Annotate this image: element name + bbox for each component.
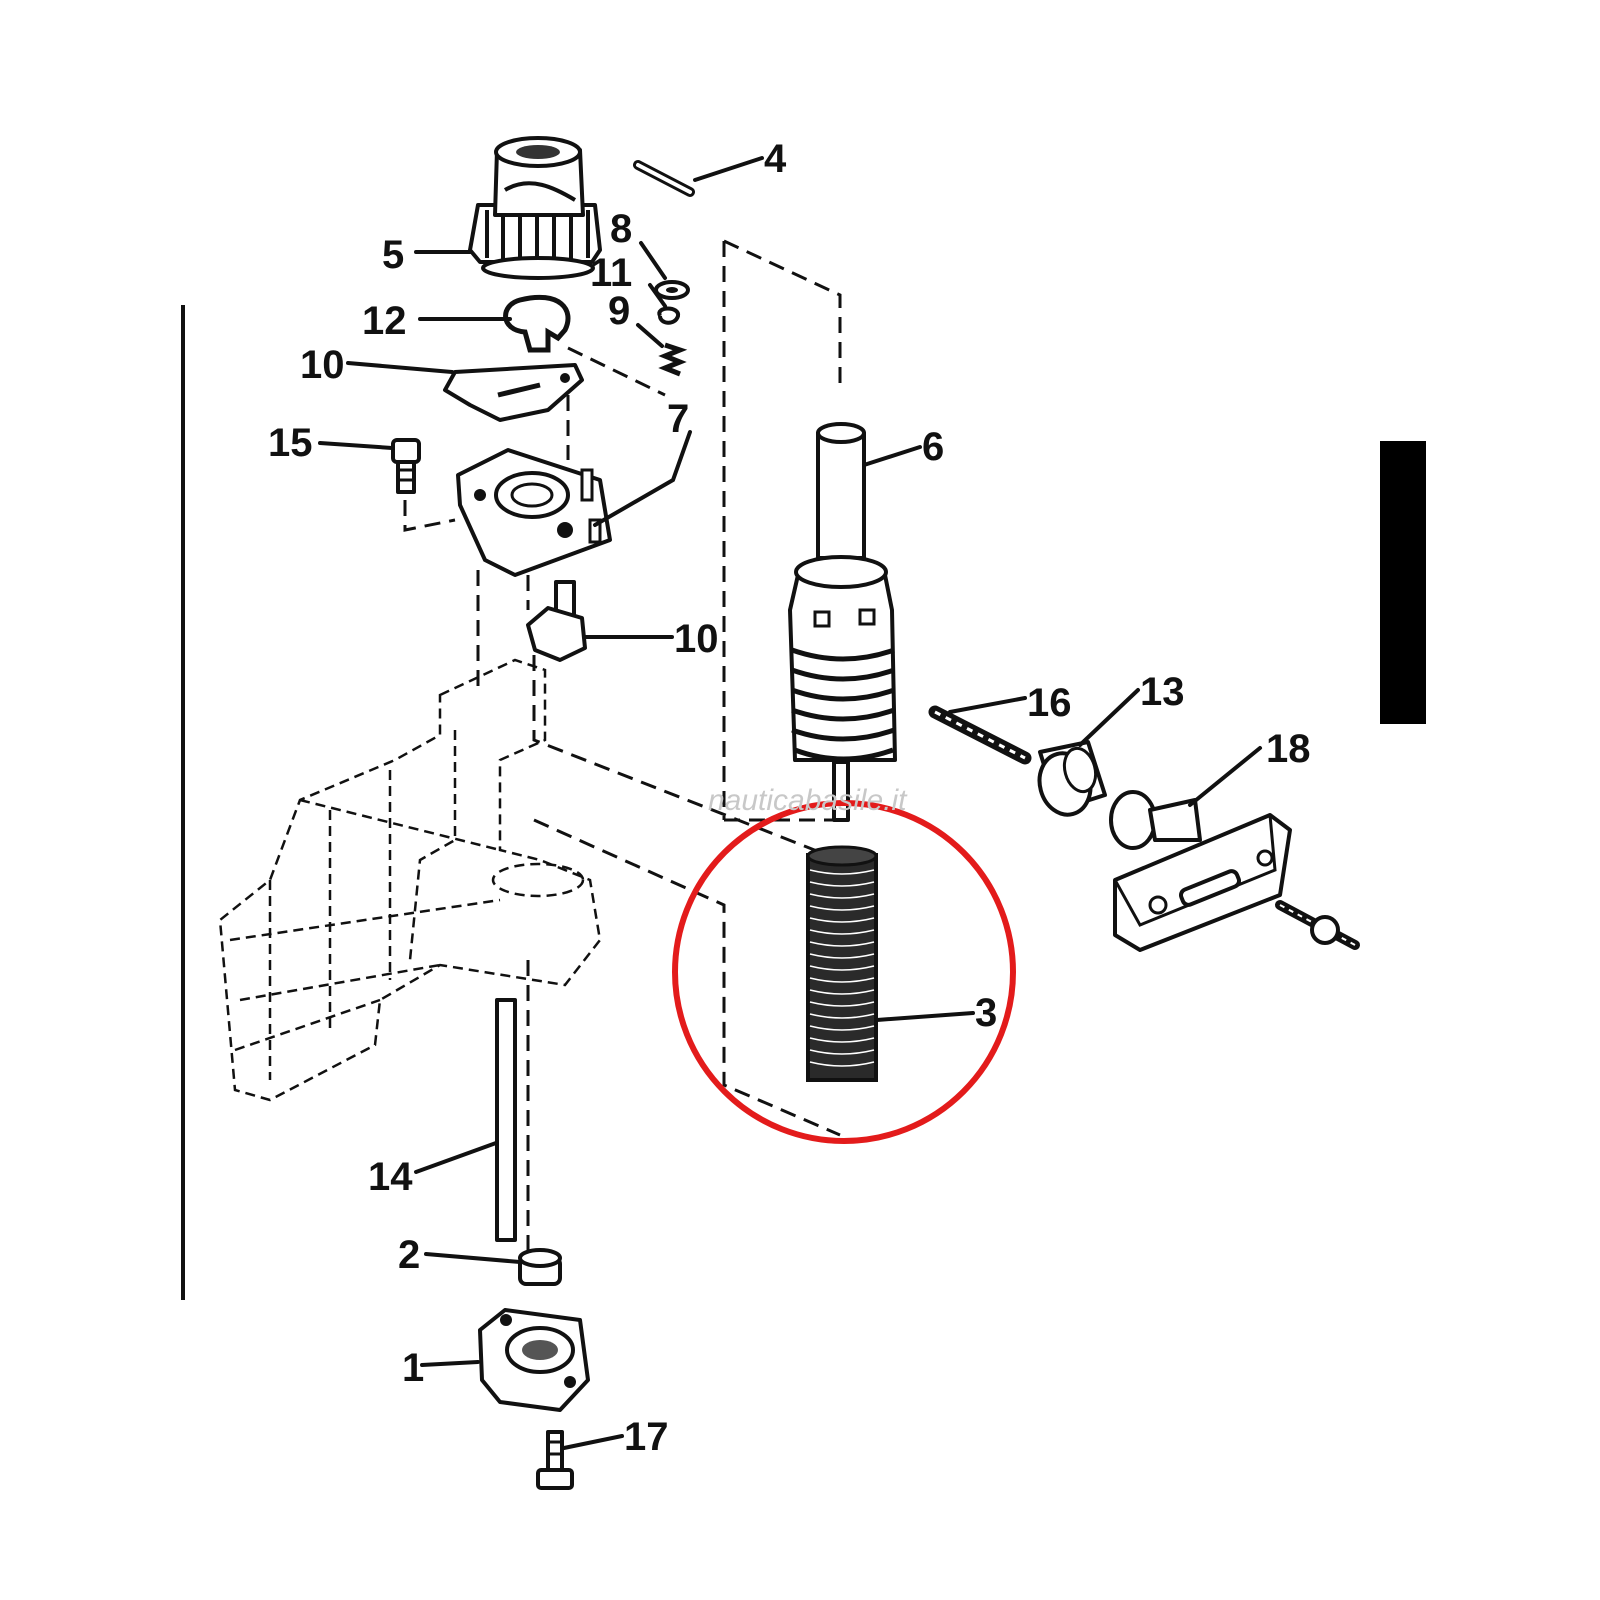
part-13-bushing: [1037, 740, 1107, 817]
leader-lines: [318, 156, 1262, 1450]
callout-5: 5: [382, 233, 404, 277]
callout-labels: 4 5 8 11 12 9 10 15 7 6 10 16 13 18 3 14…: [268, 137, 1311, 1459]
part-15-screw: [391, 438, 421, 494]
part-5-gear: [468, 136, 602, 280]
part-14-shaft: [495, 998, 517, 1242]
callout-4: 4: [764, 137, 787, 181]
callout-11: 11: [590, 251, 632, 295]
section-tab: [1380, 441, 1426, 724]
ghost-housing: [218, 658, 602, 1102]
callout-2: 2: [398, 1233, 420, 1277]
callout-13: 13: [1140, 670, 1185, 714]
part-10-upper-plate: [443, 363, 584, 422]
callout-1: 1: [402, 1346, 424, 1390]
callout-17: 17: [624, 1415, 669, 1459]
callout-7: 7: [667, 397, 689, 441]
callout-18: 18: [1266, 727, 1311, 771]
callout-6: 6: [922, 425, 944, 469]
part-10-lower-pawl: [526, 580, 587, 662]
callout-12: 12: [362, 299, 407, 343]
part-6-spindle: [788, 422, 897, 822]
watermark: nauticabasile.it: [708, 784, 908, 817]
part-17-bolt: [536, 1430, 574, 1490]
part-2-plug: [518, 1248, 562, 1286]
highlight-circle: [672, 800, 1016, 1144]
part-1-bracket: [478, 1308, 590, 1412]
callout-15: 15: [268, 421, 313, 465]
callout-14: 14: [368, 1155, 413, 1199]
rope-end-knot: [1275, 900, 1360, 950]
callout-3: 3: [975, 991, 997, 1035]
part-18-handle: [1109, 790, 1292, 952]
callout-10-lower: 10: [674, 617, 719, 661]
part-3-spring: [806, 845, 878, 1082]
part-11-clip: [657, 306, 680, 325]
callout-8: 8: [610, 207, 632, 251]
part-16-rope: [928, 705, 1032, 765]
callout-10-upper: 10: [300, 343, 345, 387]
part-12-ring: [503, 294, 571, 353]
callout-16: 16: [1027, 681, 1072, 725]
part-8-washer: [654, 280, 690, 300]
part-7-plate: [456, 448, 612, 577]
part-9-spring: [658, 342, 688, 377]
part-4-pin: [633, 160, 695, 197]
callout-9: 9: [608, 289, 630, 333]
